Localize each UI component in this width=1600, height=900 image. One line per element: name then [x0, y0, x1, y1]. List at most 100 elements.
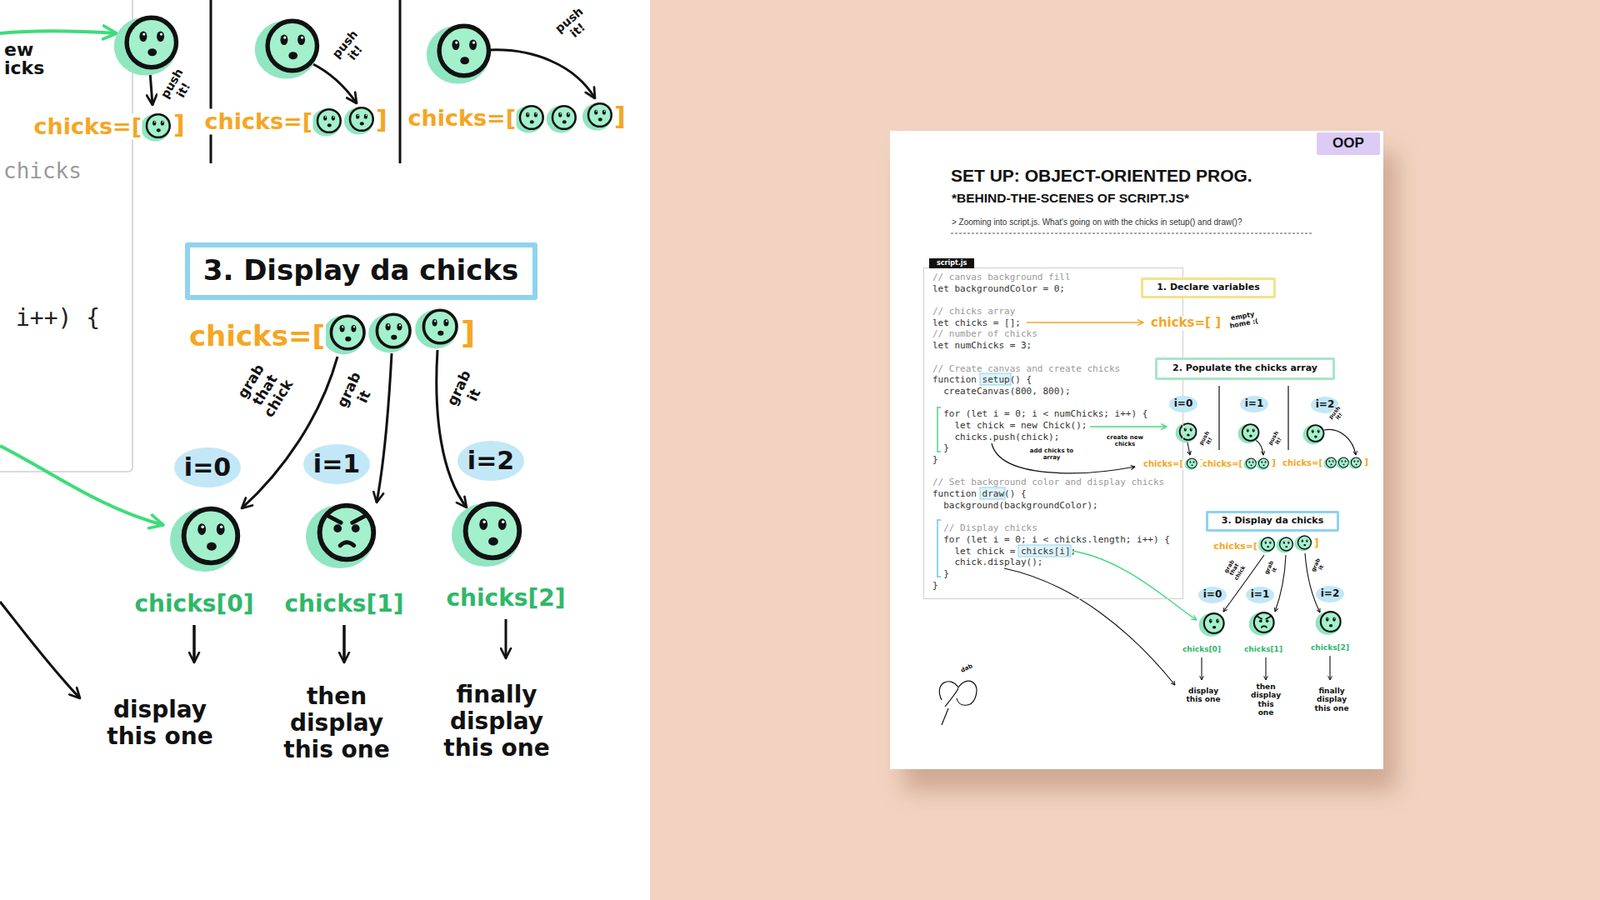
code-comment: // number of chicks: [932, 328, 1038, 340]
code-line: let numChicks = 3;: [932, 340, 1032, 352]
loop-index-badge: i=1: [1245, 586, 1275, 604]
array-open: chicks=[: [1212, 541, 1259, 553]
array-close: ]: [1270, 458, 1277, 470]
code-fragment: i++) {: [15, 305, 101, 332]
display-note: then display this one: [281, 683, 392, 765]
loop-index: i=0: [1203, 589, 1223, 601]
code-line: let chick = new Chick();: [932, 420, 1087, 432]
push-arrow: [1187, 442, 1190, 455]
tag-text: OOP: [1332, 135, 1365, 152]
code-comment: // canvas background fill: [932, 271, 1071, 284]
push-arrow: [150, 71, 153, 105]
array-index: chicks[1]: [283, 590, 405, 618]
heading-text: 2. Populate the chicks array: [1172, 363, 1318, 375]
push-note: push it!: [157, 65, 199, 109]
step-box: 3. Display da chicks: [1205, 510, 1340, 532]
chick-drawing: [1323, 457, 1336, 470]
code-fragment: chicks: [2, 159, 83, 185]
array-open: chicks=[: [1142, 459, 1185, 470]
array-close: ]: [1363, 457, 1370, 469]
signature-doodle: [939, 680, 977, 725]
array-close: ]: [172, 110, 186, 140]
heading-text: 3. Display da chicks: [1221, 515, 1324, 527]
chick-drawing: [415, 310, 457, 350]
array-open: chicks=[: [407, 105, 517, 131]
chick-drawing: [322, 315, 365, 355]
grab-note: grab it: [443, 366, 490, 416]
grab-note: grab it: [1263, 558, 1283, 580]
chick-drawing: [1348, 457, 1361, 470]
page-intro: > Zooming into script.js. What's going o…: [950, 217, 1243, 228]
chick-drawing: [1275, 537, 1293, 554]
chick-drawing: [368, 314, 410, 354]
index-arrow: [1072, 550, 1197, 620]
code-line: chicks.push(chick);: [932, 431, 1060, 444]
loop-index-badge: i=2: [1315, 585, 1345, 603]
chick-drawing: [546, 105, 576, 134]
topic-tag: OOP: [1316, 132, 1380, 155]
down-arrow: [1200, 657, 1202, 680]
down-arrow: [343, 625, 346, 663]
array-close: ]: [460, 315, 476, 352]
chick-drawing: [311, 109, 341, 137]
display-arrow: [0, 601, 80, 699]
heading-text: 3. Display da chicks: [203, 254, 520, 287]
push-arrow: [311, 63, 357, 104]
loop-index-badge: i=0: [1169, 395, 1198, 413]
loop-index: i=1: [1250, 589, 1270, 601]
chick-drawing: [170, 508, 239, 572]
chick-drawing: [114, 16, 178, 75]
chick-drawing: [1255, 458, 1269, 470]
code-comment: // Display chicks: [932, 522, 1038, 535]
push-note: push it!: [328, 26, 372, 71]
code-line: }: [932, 442, 950, 455]
code-line: for (let i = 0; i < chicks.length; i++) …: [932, 534, 1170, 546]
code-line: }: [932, 568, 950, 580]
push-arrow: [1324, 429, 1356, 455]
chick-drawing: [1175, 423, 1197, 443]
heading-text: 1. Declare variables: [1156, 282, 1260, 294]
array-open: chicks=[: [1281, 458, 1324, 469]
loop-index-badge: i=1: [303, 444, 370, 485]
code-line: for (let i = 0; i < numChicks; i++) {: [932, 408, 1148, 420]
page-title: SET UP: OBJECT-ORIENTED PROG.: [950, 165, 1253, 186]
signature: dab: [959, 662, 975, 675]
handout-page: [890, 130, 1384, 770]
chick-drawing: [1257, 537, 1275, 554]
array-index: chicks[2]: [445, 585, 566, 612]
chick-drawing: [255, 20, 319, 79]
display-note: then display this one: [1248, 682, 1284, 717]
declare-arrow: [1026, 321, 1144, 324]
display-note: finally display this one: [441, 681, 552, 763]
code-line: createCanvas(800, 800);: [932, 385, 1071, 398]
code-line: chick.display();: [932, 556, 1043, 569]
loop-index: i=2: [467, 446, 515, 476]
array-index: chicks[1]: [1243, 645, 1284, 654]
chick-drawing: [1184, 458, 1197, 470]
display-note: display this one: [1185, 686, 1222, 705]
cropped-note: icks: [3, 57, 45, 79]
loop-index: i=2: [1315, 399, 1335, 411]
code-comment: // Create canvas and create chicks: [932, 363, 1120, 375]
side-note: empty home :(: [1223, 309, 1264, 331]
grab-note: grab that chick: [230, 354, 300, 425]
code-line: let chicks = [];: [932, 317, 1021, 330]
chick-drawing: [344, 107, 374, 135]
array-open: chicks=[: [1201, 459, 1244, 470]
code-comment: // Set background color and display chic…: [932, 476, 1165, 489]
side-note: create new chicks: [1104, 434, 1146, 448]
chick-drawing: [1335, 457, 1349, 470]
array-index: chicks[0]: [1181, 645, 1222, 654]
loop-index: i=1: [313, 450, 360, 480]
array-index: chicks[0]: [133, 590, 255, 618]
side-note: add chicks to array: [1025, 447, 1078, 461]
display-arrow: [1004, 568, 1175, 685]
section-heading-box: 3. Display da chicks: [185, 242, 538, 300]
chick-drawing: [1238, 424, 1260, 444]
code-line: background(backgroundColor);: [932, 500, 1099, 512]
push-arrow: [490, 50, 595, 99]
grab-arrow: [376, 353, 392, 503]
grab-note: grab it: [333, 368, 380, 418]
push-arrow: [1255, 440, 1264, 455]
